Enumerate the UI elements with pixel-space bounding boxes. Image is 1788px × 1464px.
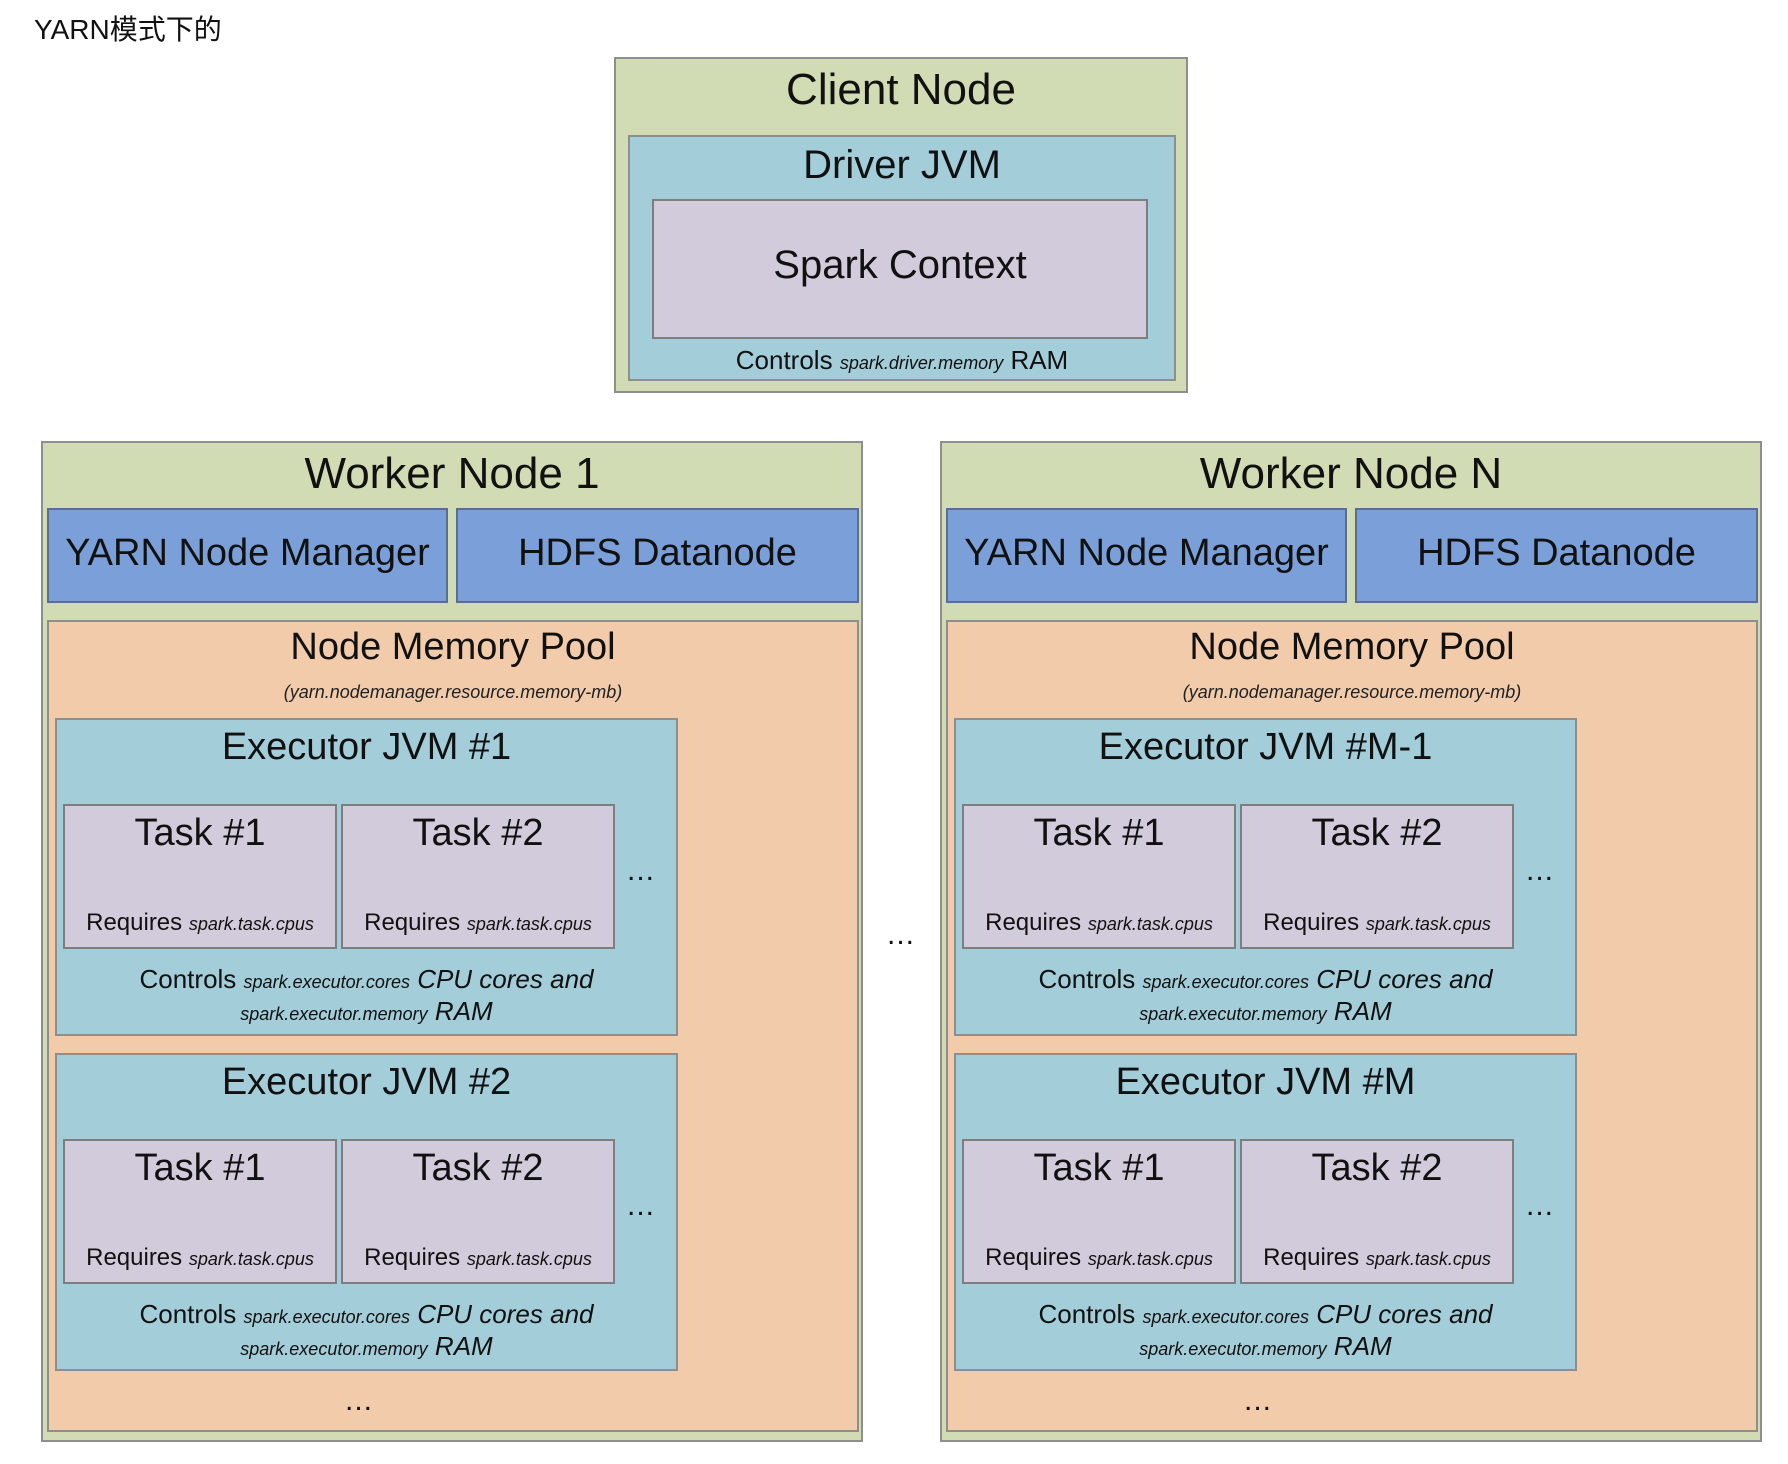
node-memory-pool: Node Memory Pool (yarn.nodemanager.resou… [946, 620, 1758, 1432]
memory-pool-property: (yarn.nodemanager.resource.memory-mb) [283, 682, 623, 702]
executor-jvm-title: Executor JVM #M [1115, 1061, 1416, 1103]
hdfs-datanode: HDFS Datanode [456, 508, 859, 603]
diagram-caption: YARN模式下的 [34, 14, 222, 45]
task-requires-note: Requires spark.task.cpus [86, 909, 314, 936]
executor-controls-note: Controls spark.executor.cores CPU cores … [139, 964, 594, 994]
memory-pool-property: (yarn.nodemanager.resource.memory-mb) [1182, 682, 1522, 702]
more-workers-ellipsis: ... [887, 918, 916, 951]
task-title: Task #2 [412, 812, 544, 854]
executor-memory-note: spark.executor.memory RAM [240, 1331, 493, 1361]
task-title: Task #1 [134, 812, 266, 854]
executor-jvm: Executor JVM #1 Task #1 Requires spark.t… [55, 718, 678, 1036]
client-node-title: Client Node [786, 65, 1016, 114]
worker-node: Worker Node N YARN Node Manager HDFS Dat… [940, 441, 1762, 1442]
task-box: Task #1 Requires spark.task.cpus [962, 1139, 1236, 1284]
more-tasks-ellipsis: ... [1526, 1189, 1555, 1222]
memory-pool-title: Node Memory Pool [290, 626, 616, 668]
task-title: Task #1 [1033, 1147, 1165, 1189]
task-requires-note: Requires spark.task.cpus [86, 1244, 314, 1271]
more-tasks-ellipsis: ... [1526, 854, 1555, 887]
yarn-node-manager-label: YARN Node Manager [65, 532, 430, 574]
task-requires-note: Requires spark.task.cpus [1263, 1244, 1491, 1271]
executor-jvm: Executor JVM #M-1 Task #1 Requires spark… [954, 718, 1577, 1036]
driver-jvm: Driver JVM Spark Context Controls spark.… [628, 135, 1176, 381]
task-title: Task #2 [412, 1147, 544, 1189]
worker-node: Worker Node 1 YARN Node Manager HDFS Dat… [41, 441, 863, 1442]
node-memory-pool: Node Memory Pool (yarn.nodemanager.resou… [47, 620, 859, 1432]
worker-node-title: Worker Node N [1199, 449, 1503, 498]
task-title: Task #2 [1311, 1147, 1443, 1189]
worker-node-title: Worker Node 1 [304, 449, 600, 498]
task-title: Task #1 [1033, 812, 1165, 854]
executor-memory-note: spark.executor.memory RAM [1139, 996, 1392, 1026]
driver-memory-note: Controls spark.driver.memory RAM [735, 345, 1069, 375]
driver-memory-property: spark.driver.memory [839, 353, 1004, 373]
task-box: Task #2 Requires spark.task.cpus [1240, 1139, 1514, 1284]
task-requires-note: Requires spark.task.cpus [364, 1244, 592, 1271]
yarn-node-manager-label: YARN Node Manager [964, 532, 1329, 574]
task-requires-note: Requires spark.task.cpus [1263, 909, 1491, 936]
spark-context-title: Spark Context [773, 243, 1027, 287]
spark-context: Spark Context [652, 199, 1148, 339]
hdfs-datanode: HDFS Datanode [1355, 508, 1758, 603]
task-box: Task #2 Requires spark.task.cpus [341, 804, 615, 949]
more-executors-ellipsis: ... [1244, 1384, 1273, 1417]
executor-memory-note: spark.executor.memory RAM [1139, 1331, 1392, 1361]
memory-pool-title: Node Memory Pool [1189, 626, 1515, 668]
executor-jvm-title: Executor JVM #M-1 [1098, 726, 1433, 768]
executor-jvm: Executor JVM #M Task #1 Requires spark.t… [954, 1053, 1577, 1371]
task-box: Task #1 Requires spark.task.cpus [63, 1139, 337, 1284]
task-box: Task #1 Requires spark.task.cpus [962, 804, 1236, 949]
task-box: Task #2 Requires spark.task.cpus [1240, 804, 1514, 949]
task-title: Task #1 [134, 1147, 266, 1189]
yarn-node-manager: YARN Node Manager [47, 508, 448, 603]
driver-jvm-title: Driver JVM [803, 143, 1001, 187]
executor-controls-note: Controls spark.executor.cores CPU cores … [1038, 964, 1493, 994]
executor-memory-note: spark.executor.memory RAM [240, 996, 493, 1026]
executor-jvm: Executor JVM #2 Task #1 Requires spark.t… [55, 1053, 678, 1371]
task-requires-note: Requires spark.task.cpus [364, 909, 592, 936]
client-node: Client Node Driver JVM Spark Context Con… [614, 57, 1188, 393]
executor-controls-note: Controls spark.executor.cores CPU cores … [139, 1299, 594, 1329]
more-tasks-ellipsis: ... [627, 1189, 656, 1222]
executor-jvm-title: Executor JVM #1 [221, 726, 512, 768]
executor-jvm-title: Executor JVM #2 [221, 1061, 512, 1103]
hdfs-datanode-label: HDFS Datanode [518, 532, 797, 574]
hdfs-datanode-label: HDFS Datanode [1417, 532, 1696, 574]
task-title: Task #2 [1311, 812, 1443, 854]
yarn-node-manager: YARN Node Manager [946, 508, 1347, 603]
more-tasks-ellipsis: ... [627, 854, 656, 887]
task-box: Task #1 Requires spark.task.cpus [63, 804, 337, 949]
executor-controls-note: Controls spark.executor.cores CPU cores … [1038, 1299, 1493, 1329]
task-box: Task #2 Requires spark.task.cpus [341, 1139, 615, 1284]
task-requires-note: Requires spark.task.cpus [985, 909, 1213, 936]
more-executors-ellipsis: ... [345, 1384, 374, 1417]
task-requires-note: Requires spark.task.cpus [985, 1244, 1213, 1271]
